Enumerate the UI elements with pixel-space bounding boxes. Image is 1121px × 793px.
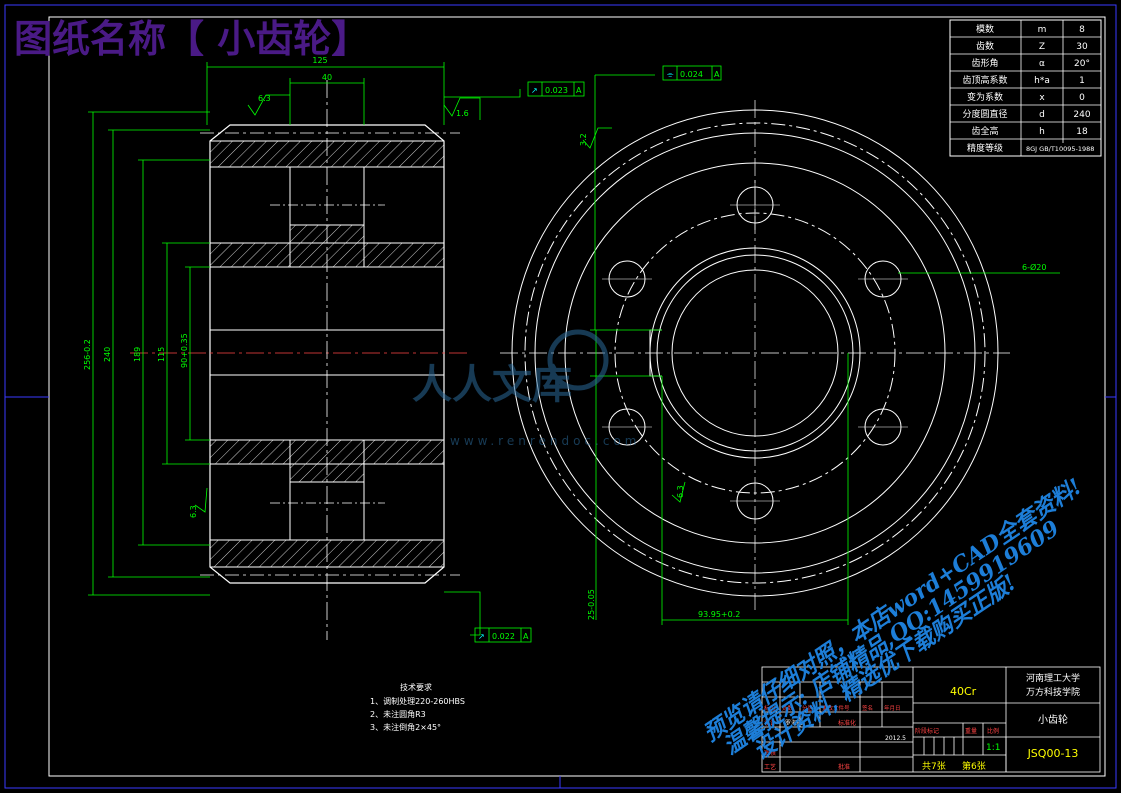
param-symbol: h — [1039, 127, 1045, 137]
dim-outer-diameter: 256-0.2 — [83, 339, 92, 370]
dim-125: 125 — [312, 56, 327, 65]
param-symbol: α — [1039, 59, 1045, 69]
section-dim-text: 125 40 6.3 1.6 6.3 256-0.2 240 189 115 9… — [83, 56, 469, 518]
title-block — [761, 666, 1101, 773]
col-label: 标记 — [764, 704, 776, 712]
stage-label: 阶段标记 — [915, 727, 939, 735]
svg-text:↗: ↗ — [478, 632, 485, 641]
param-symbol: d — [1039, 110, 1045, 120]
param-name: 齿数 — [976, 40, 994, 52]
param-value: 1 — [1079, 76, 1085, 86]
std-label: 标准化 — [838, 719, 856, 727]
dim-189: 189 — [133, 347, 142, 362]
title-block-text: 40Cr 河南理工大学 万方科技学院 小齿轮 JSQ00-13 1:1 共7张 … — [764, 672, 1080, 772]
tech-item: 1、调制处理220-260HBS — [370, 696, 465, 706]
param-symbol: Z — [1039, 42, 1045, 52]
tolerance-top-ref: A — [576, 86, 582, 95]
dim-keyway: 25-0.05 — [587, 589, 596, 620]
param-name: 精度等级 — [967, 142, 1003, 154]
param-value: 0 — [1079, 93, 1085, 103]
param-name: 分度圆直径 — [962, 108, 1007, 120]
svg-text:↗: ↗ — [531, 86, 538, 95]
svg-text:⌯: ⌯ — [667, 70, 674, 79]
section-dimensions — [88, 62, 585, 643]
param-name: 变为系数 — [967, 91, 1003, 103]
dim-115: 115 — [157, 347, 166, 362]
param-value: 240 — [1073, 110, 1090, 120]
row-label: 审核 — [764, 749, 776, 757]
dim-key-depth: 93.95+0.2 — [698, 610, 740, 619]
gear-parameter-table: 模数 m 8 齿数 Z 30 齿形角 α 20° 齿顶高系数 h*a 1 变为系… — [949, 19, 1102, 157]
front-dim-text: ⌯ 0.024 A 3.2 25-0.05 93.95+0.2 6-Ø20 6.… — [579, 70, 1046, 620]
drawing-number: JSQ00-13 — [1027, 747, 1079, 760]
col-label: 签名 — [862, 704, 873, 712]
inner-border — [48, 16, 1106, 777]
tech-item: 2、未注圆角R3 — [370, 709, 426, 719]
sheet-number: 第6张 — [962, 760, 986, 772]
ratio-label: 比例 — [987, 727, 999, 735]
tolerance-bottom-ref: A — [523, 632, 529, 641]
tech-item: 3、未注倒角2×45° — [370, 722, 441, 732]
watermark-notes: 预览请仔细对照，本店word+CAD全套资料! 温馨提示: 店铺精品,QQ:14… — [699, 474, 1087, 765]
scale: 1:1 — [986, 743, 1000, 753]
col-label: 年月日 — [884, 704, 901, 712]
param-symbol: x — [1039, 93, 1045, 103]
param-name: 齿全高 — [971, 125, 998, 137]
watermark-line: 温馨提示: 店铺精品,QQ:1459919609 — [719, 515, 1064, 760]
approve-label: 批准 — [838, 763, 850, 771]
tolerance-top-value: 0.023 — [545, 86, 568, 95]
school-name: 河南理工大学 — [1026, 672, 1080, 684]
weight-label: 重量 — [965, 727, 977, 735]
param-name: 齿形角 — [971, 57, 998, 69]
tech-requirements: 技术要求 1、调制处理220-260HBS 2、未注圆角R3 3、未注倒角2×4… — [370, 682, 465, 732]
param-value: 8GJ GB/T10095-1988 — [1026, 145, 1094, 153]
col-label: 分区 — [802, 704, 814, 712]
tech-heading: 技术要求 — [400, 682, 432, 692]
row-label: 设计 — [764, 719, 776, 727]
date: 2012.5 — [885, 735, 906, 742]
watermark-logo: 人人文库 — [412, 361, 572, 408]
material: 40Cr — [950, 685, 977, 698]
param-name: 齿顶高系数 — [962, 74, 1007, 86]
front-view — [500, 100, 1010, 610]
col-label: 更改文件号 — [822, 704, 850, 712]
roughness-3-2: 3.2 — [579, 133, 588, 146]
drawing-title: 图纸名称【 小齿轮】 — [14, 16, 369, 61]
roughness-1-6: 1.6 — [456, 109, 469, 118]
dim-holes: 6-Ø20 — [1022, 262, 1046, 272]
param-name: 模数 — [976, 23, 994, 35]
dim-bore: 90+0.35 — [180, 333, 189, 368]
param-symbol: m — [1038, 25, 1047, 35]
dim-40: 40 — [322, 73, 332, 82]
roughness-6-3: 6.3 — [258, 94, 271, 103]
tolerance-bottom-value: 0.022 — [492, 632, 515, 641]
tolerance-right-value: 0.024 — [680, 70, 703, 79]
watermark: 人人文库 www.renrendoc.com — [412, 329, 640, 448]
param-value: 30 — [1076, 42, 1088, 52]
roughness-6-3-left: 6.3 — [189, 505, 198, 518]
watermark-url: www.renrendoc.com — [450, 434, 640, 448]
param-symbol: h*a — [1034, 76, 1050, 86]
param-value: 20° — [1074, 59, 1090, 69]
col-label: 处数 — [782, 704, 794, 712]
section-view — [130, 80, 470, 640]
dim-240: 240 — [103, 347, 112, 362]
tolerance-frames: ↗ 0.023 A ↗ 0.022 A — [478, 86, 582, 641]
part-name: 小齿轮 — [1038, 713, 1068, 726]
sheet-total: 共7张 — [922, 761, 946, 772]
designer: 罗海旺 — [785, 719, 803, 727]
college-name: 万方科技学院 — [1026, 686, 1080, 698]
param-value: 18 — [1076, 127, 1088, 137]
tolerance-right-ref: A — [714, 70, 720, 79]
row-label: 工艺 — [764, 763, 776, 771]
roughness-6-3-center: 6.3 — [676, 485, 685, 498]
param-value: 8 — [1079, 25, 1085, 35]
